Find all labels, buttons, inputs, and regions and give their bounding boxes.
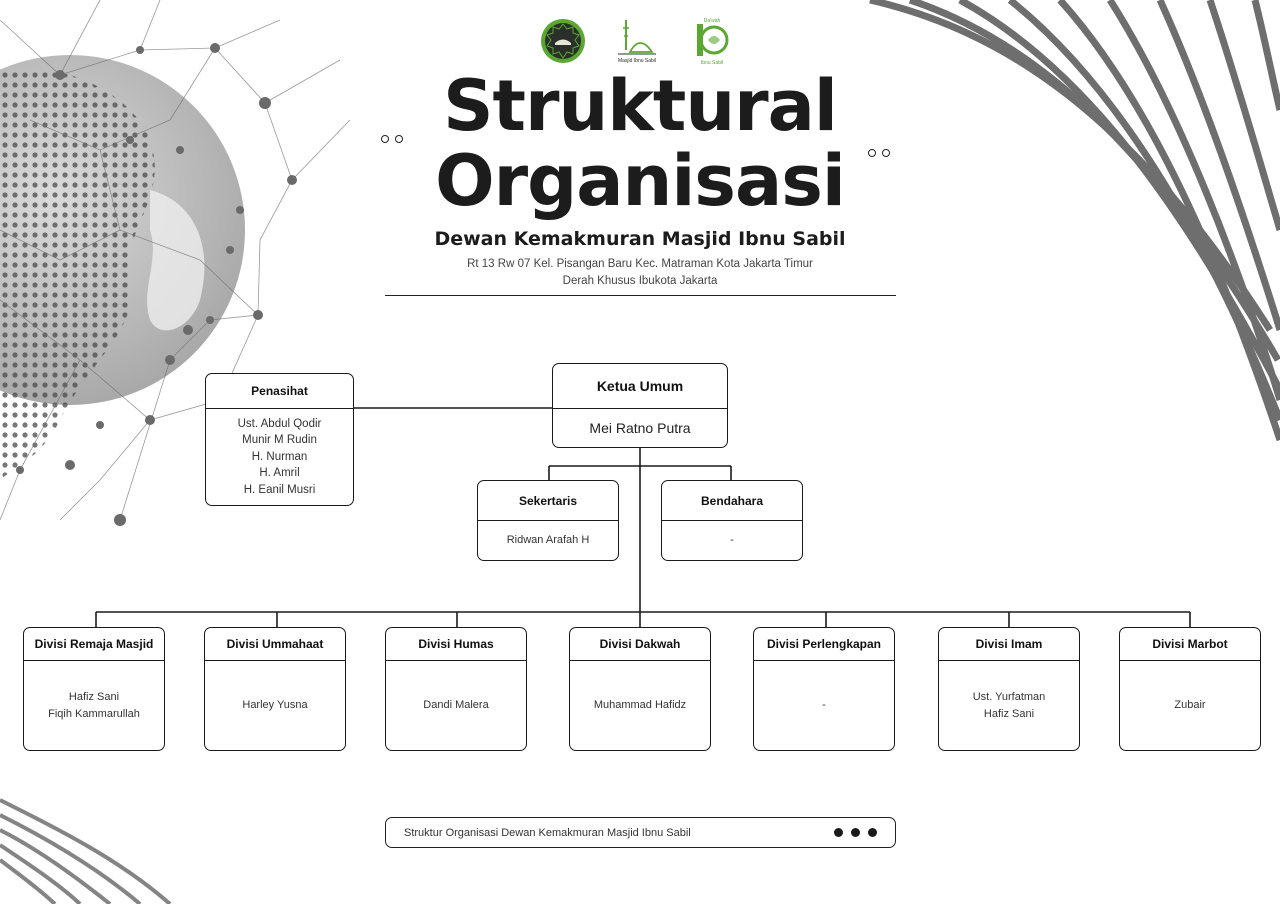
page-title-line1: Struktural: [443, 65, 838, 147]
division-box-perlengkapan: Divisi Perlengkapan -: [753, 627, 895, 751]
division-box-imam: Divisi Imam Ust. Yurfatman Hafiz Sani: [938, 627, 1080, 751]
division-members: Muhammad Hafidz: [570, 661, 710, 750]
division-box-remaja-masjid: Divisi Remaja Masjid Hafiz Sani Fiqih Ka…: [23, 627, 165, 751]
advisor-member: H. Amril: [259, 467, 300, 480]
advisor-title: Penasihat: [206, 374, 353, 409]
division-title: Divisi Ummahaat: [205, 628, 345, 661]
top-right-stripes: [869, 0, 1280, 442]
division-member: Ust. Yurfatman: [972, 691, 1046, 703]
division-title: Divisi Dakwah: [570, 628, 710, 661]
decorative-dots-right: [868, 149, 890, 157]
division-member: Hafiz Sani: [68, 691, 120, 703]
secretary-box: Sekertaris Ridwan Arafah H: [477, 480, 619, 561]
division-members: -: [754, 661, 894, 750]
treasurer-title: Bendahara: [662, 481, 802, 521]
division-member: -: [822, 699, 826, 712]
division-title: Divisi Marbot: [1120, 628, 1260, 661]
footer-bar: Struktur Organisasi Dewan Kemakmuran Mas…: [385, 817, 896, 848]
division-title: Divisi Imam: [939, 628, 1079, 661]
division-box-marbot: Divisi Marbot Zubair: [1119, 627, 1261, 751]
chair-title: Ketua Umum: [553, 364, 727, 409]
division-member: Dandi Malera: [423, 699, 489, 712]
division-box-humas: Divisi Humas Dandi Malera: [385, 627, 527, 751]
masjid-ibnu-sabil-logo: Masjid Ibnu Sabil: [618, 20, 656, 64]
division-members: Ust. Yurfatman Hafiz Sani: [939, 661, 1079, 750]
division-member: Hafiz Sani: [983, 707, 1035, 720]
page-subtitle: Dewan Kemakmuran Masjid Ibnu Sabil: [434, 228, 846, 250]
advisor-member: H. Eanil Musri: [243, 483, 316, 496]
division-title: Divisi Remaja Masjid: [24, 628, 164, 661]
division-members: Zubair: [1120, 661, 1260, 750]
advisor-member: Ust. Abdul Qodir: [237, 417, 322, 430]
secretary-title: Sekertaris: [478, 481, 618, 521]
division-members: Dandi Malera: [386, 661, 526, 750]
svg-text:Masjid Ibnu Sabil: Masjid Ibnu Sabil: [618, 58, 656, 64]
division-member: Harley Yusna: [242, 699, 308, 712]
dawah-ibnu-sabil-logo: Da'wah Ibnu Sabil: [697, 18, 729, 66]
footer-text: Struktur Organisasi Dewan Kemakmuran Mas…: [404, 826, 691, 839]
advisor-member: H. Nurman: [251, 450, 308, 463]
division-member: Fiqih Kammarullah: [48, 707, 140, 720]
advisor-member: Munir M Rudin: [242, 434, 317, 447]
bottom-left-stripes: [0, 798, 172, 904]
division-title: Divisi Perlengkapan: [754, 628, 894, 661]
connector-lines: [95, 407, 1191, 628]
division-member: Zubair: [1174, 699, 1206, 712]
address-line-1: Rt 13 Rw 07 Kel. Pisangan Baru Kec. Matr…: [467, 258, 813, 270]
page-title-line2: Organisasi: [435, 140, 846, 222]
treasurer-box: Bendahara -: [661, 480, 803, 561]
chair-box: Ketua Umum Mei Ratno Putra: [552, 363, 728, 448]
mosque-emblem-logo: [541, 19, 585, 63]
globe-graphic: [0, 0, 351, 526]
division-box-ummahaat: Divisi Ummahaat Harley Yusna: [204, 627, 346, 751]
advisor-members: Ust. Abdul Qodir Munir M Rudin H. Nurman…: [206, 409, 353, 505]
svg-text:Ibnu Sabil: Ibnu Sabil: [701, 60, 723, 66]
footer-dots: [834, 828, 877, 837]
advisor-box: Penasihat Ust. Abdul Qodir Munir M Rudin…: [205, 373, 354, 506]
address-line-2: Derah Khusus Ibukota Jakarta: [562, 275, 718, 287]
division-members: Harley Yusna: [205, 661, 345, 750]
division-member: Muhammad Hafidz: [593, 699, 687, 712]
chair-name: Mei Ratno Putra: [589, 419, 691, 436]
decorative-dots-left: [381, 135, 403, 143]
secretary-name: Ridwan Arafah H: [506, 534, 590, 547]
title-divider: [385, 295, 896, 296]
division-box-dakwah: Divisi Dakwah Muhammad Hafidz: [569, 627, 711, 751]
division-members: Hafiz Sani Fiqih Kammarullah: [24, 661, 164, 750]
svg-text:Da'wah: Da'wah: [704, 18, 721, 24]
division-title: Divisi Humas: [386, 628, 526, 661]
treasurer-name: -: [730, 534, 734, 547]
